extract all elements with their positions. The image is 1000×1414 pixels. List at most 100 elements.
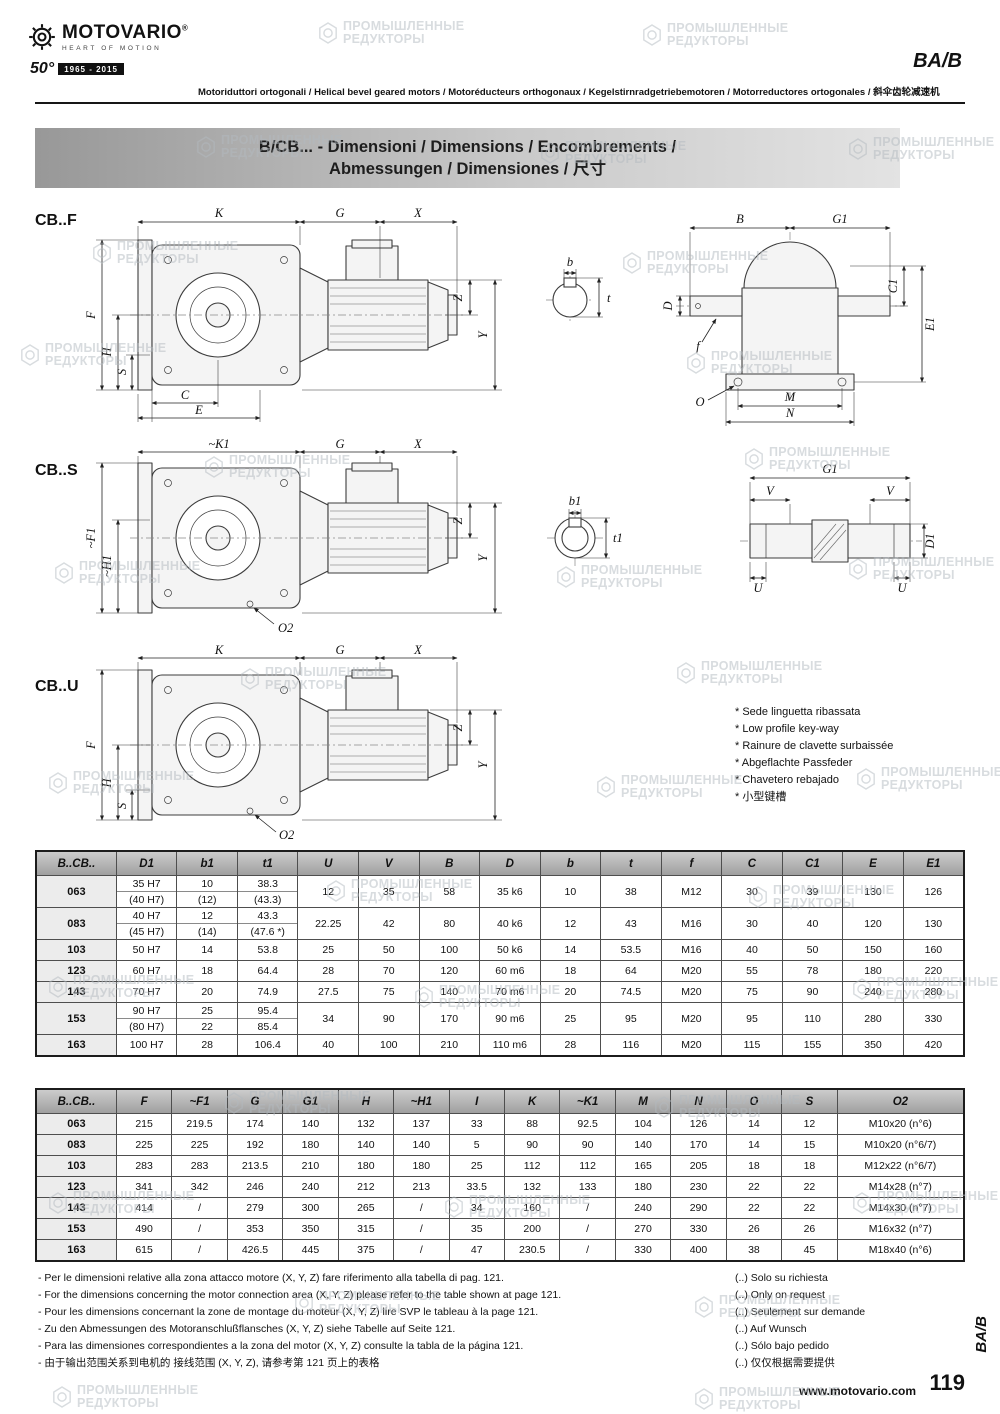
row-label: 153 xyxy=(35,1002,117,1035)
table-cell: 12 xyxy=(781,1113,838,1135)
dim-label-H: H xyxy=(100,778,114,789)
table-cell: 104 xyxy=(614,1113,672,1135)
footnote: (..) 仅仅根据需要提供 xyxy=(735,1357,835,1369)
table-cell: 132 xyxy=(503,1176,561,1198)
table-cell: 215 xyxy=(115,1113,173,1135)
table-cell: 137 xyxy=(393,1113,450,1135)
table-cell: 330 xyxy=(902,1002,965,1035)
column-header: U xyxy=(297,850,359,876)
table-cell: 22 xyxy=(781,1197,838,1219)
column-header: b1 xyxy=(176,850,238,876)
table-cell: / xyxy=(171,1218,228,1240)
dim-label-F: F xyxy=(84,311,98,320)
motovario-logo: MOTOVARIO® HEART OF MOTION xyxy=(28,22,188,52)
column-header: E1 xyxy=(902,850,965,876)
gearmotor-side-view xyxy=(129,462,466,614)
column-header: D1 xyxy=(115,850,178,876)
table-cell: 45 xyxy=(781,1239,838,1262)
dim-label-F: F xyxy=(84,741,98,750)
table-cell: 70 xyxy=(358,960,420,982)
footnote: - 由于输出范围关系到电机的 接线范围 (X, Y, Z), 请参考第 121 … xyxy=(38,1357,380,1369)
table-cell: 70 H7 xyxy=(115,981,178,1003)
table-cell: 12(14) xyxy=(176,907,238,940)
table-cell: 133 xyxy=(559,1176,616,1198)
column-header: C xyxy=(721,850,783,876)
table-cell: 120 xyxy=(842,907,904,940)
column-header: f xyxy=(660,850,723,876)
footnote: - Per le dimensioni relative alla zona a… xyxy=(38,1272,504,1284)
dim-label-U-right: U xyxy=(897,581,907,595)
table-cell: 192 xyxy=(226,1134,284,1156)
dim-label-t1: t1 xyxy=(613,531,623,545)
table-cell: 174 xyxy=(226,1113,284,1135)
table-cell: / xyxy=(171,1197,228,1219)
dim-label-S: S xyxy=(115,368,129,375)
table-cell: 26 xyxy=(781,1218,838,1240)
drawing-label-cbf: CB..F xyxy=(35,212,77,229)
row-label: 063 xyxy=(35,1113,117,1135)
table-cell: 180 xyxy=(337,1155,395,1177)
table-cell: 330 xyxy=(670,1218,727,1240)
table-cell: 10 xyxy=(539,875,602,908)
dim-label-Z: Z xyxy=(451,516,465,524)
column-header: O2 xyxy=(836,1088,965,1114)
table-cell: / xyxy=(559,1197,616,1219)
table-cell: 25 xyxy=(448,1155,505,1177)
row-label: 123 xyxy=(35,1176,117,1198)
column-header: N xyxy=(670,1088,727,1114)
website-url[interactable]: www.motovario.com xyxy=(799,1384,916,1398)
table-cell: 342 xyxy=(171,1176,228,1198)
table-cell: 180 xyxy=(282,1134,339,1156)
keyway-note: * Low profile key-way xyxy=(735,723,839,735)
table-cell: 240 xyxy=(282,1176,339,1198)
table-cell: 120 xyxy=(418,960,481,982)
brand-tagline: HEART OF MOTION xyxy=(62,45,162,52)
table-cell: 35 xyxy=(448,1218,505,1240)
table-cell: 420 xyxy=(902,1034,965,1057)
column-header: t1 xyxy=(236,850,299,876)
dim-label-X: X xyxy=(413,206,423,220)
table-cell: 280 xyxy=(902,981,965,1003)
table-cell: 90 xyxy=(503,1134,561,1156)
table-cell: / xyxy=(393,1239,450,1262)
table-cell: 265 xyxy=(337,1197,395,1219)
table-cell: 25 xyxy=(297,939,359,961)
table-cell: 10(12) xyxy=(176,875,238,908)
table-cell: 106.4 xyxy=(236,1034,299,1057)
table-cell: 50 H7 xyxy=(115,939,178,961)
table-cell: 90 H7(80 H7) xyxy=(115,1002,178,1035)
drawing-cbs: ~K1 G X Z Y ~F1 ~H1 O2 b1 t1 G1 xyxy=(84,438,937,635)
table-cell: 90 xyxy=(559,1134,616,1156)
table-cell: 22.25 xyxy=(297,907,359,940)
table-cell: 14 xyxy=(725,1113,783,1135)
table-cell: 212 xyxy=(337,1176,395,1198)
table-cell: 225 xyxy=(171,1134,228,1156)
dim-label-K: K xyxy=(214,643,224,657)
keyway-note: * Rainure de clavette surbaissée xyxy=(735,740,894,752)
table-cell: 42 xyxy=(358,907,420,940)
row-label: 123 xyxy=(35,960,117,982)
keyway-note: * Chavetero rebajado xyxy=(735,774,839,786)
column-header: E xyxy=(842,850,904,876)
table-cell: 300 xyxy=(282,1197,339,1219)
table-cell: M14x30 (n°7) xyxy=(836,1197,965,1219)
hexagon-gear-icon xyxy=(597,776,615,798)
table-cell: 400 xyxy=(670,1239,727,1262)
table-cell: 18 xyxy=(539,960,602,982)
column-header: t xyxy=(600,850,662,876)
table-cell: 53.5 xyxy=(600,939,662,961)
table-cell: 50 xyxy=(781,939,844,961)
dim-label-X: X xyxy=(413,438,423,451)
table-cell: 12 xyxy=(539,907,602,940)
table-cell: 426.5 xyxy=(226,1239,284,1262)
